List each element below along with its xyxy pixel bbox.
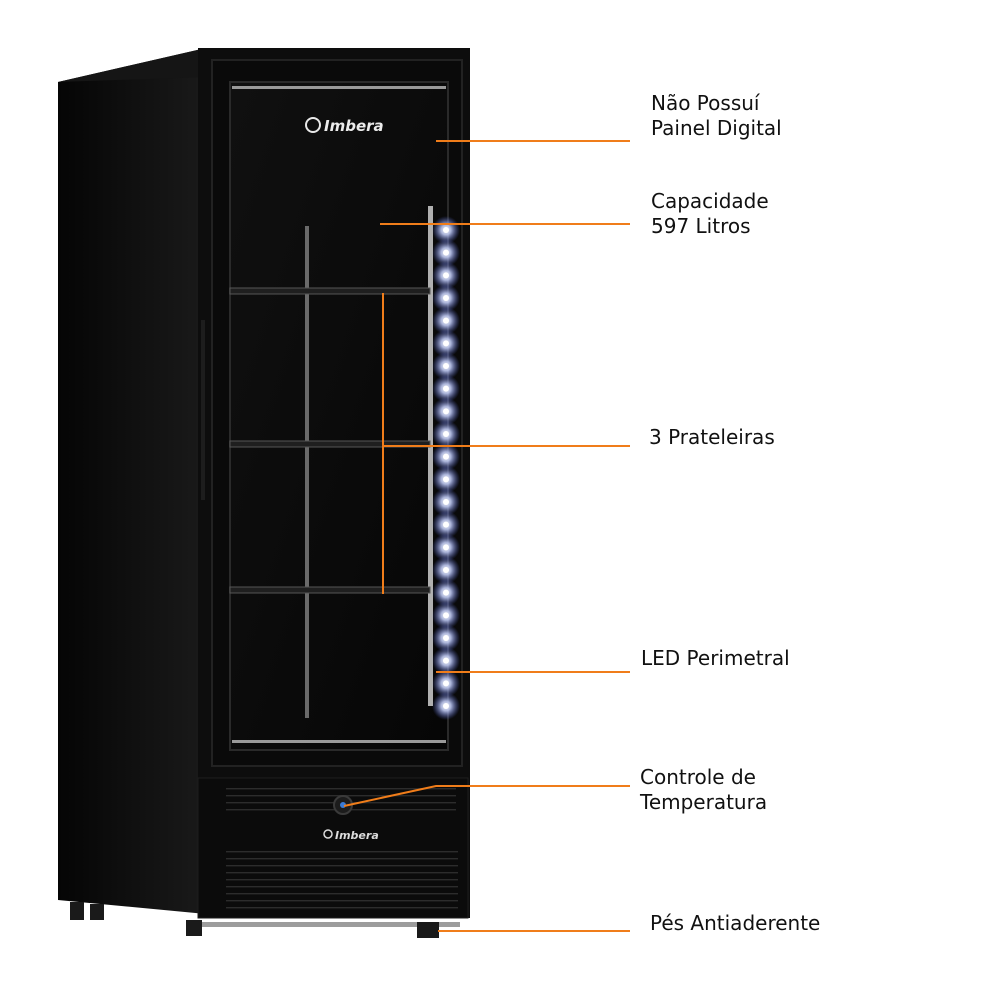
callout-capacidade: Capacidade 597 Litros	[651, 189, 769, 238]
rear-rail	[305, 226, 309, 718]
shelves	[229, 287, 431, 594]
logo-text: Imbera	[324, 117, 384, 135]
cabinet-side	[58, 48, 206, 914]
led-dot	[443, 612, 449, 619]
led-dot	[443, 680, 449, 687]
feet	[70, 902, 439, 938]
led-dot	[443, 227, 449, 233]
led-dot	[443, 476, 449, 483]
led-dot	[443, 431, 449, 437]
foot	[70, 902, 84, 920]
callout-prateleiras: 3 Prateleiras	[649, 425, 775, 449]
callout-controle: Controle de Temperatura	[640, 765, 768, 814]
door-handle	[201, 320, 205, 500]
bottom-trim	[232, 740, 446, 743]
shelf	[229, 440, 431, 448]
imbera-logo-base: Imbera	[323, 829, 379, 842]
led-dot	[443, 453, 449, 460]
led-dot	[443, 657, 449, 664]
led-dot	[443, 703, 449, 709]
base-strip	[198, 922, 460, 927]
led-dot	[443, 544, 449, 551]
callout-painel: Não Possuí Painel Digital	[651, 91, 782, 140]
led-dot	[443, 589, 449, 596]
led-dot	[443, 363, 449, 369]
led-dot	[443, 567, 449, 573]
foot	[186, 920, 202, 936]
led-dot	[443, 317, 449, 324]
foot	[417, 922, 439, 938]
imbera-logo-top: Imbera	[305, 117, 384, 135]
callout-line-controle	[343, 785, 630, 807]
logo-text-base: Imbera	[335, 829, 379, 842]
callout-lines	[343, 140, 630, 932]
led-dot	[443, 499, 449, 505]
led-dot	[443, 635, 449, 641]
shelf	[229, 287, 431, 295]
led-dot	[443, 408, 449, 415]
led-dot	[443, 295, 449, 301]
top-trim	[232, 86, 446, 89]
foot	[90, 904, 104, 920]
led-dot	[443, 340, 449, 347]
led-dot	[443, 521, 449, 528]
side-rail	[428, 206, 433, 706]
led-dot	[443, 272, 449, 279]
shelf	[229, 586, 431, 594]
callout-led: LED Perimetral	[641, 646, 790, 670]
led-dot	[443, 385, 449, 392]
callout-pes: Pés Antiaderente	[650, 911, 821, 935]
door-glass	[229, 81, 449, 751]
lower-grille	[226, 848, 458, 910]
led-dot	[443, 249, 449, 256]
